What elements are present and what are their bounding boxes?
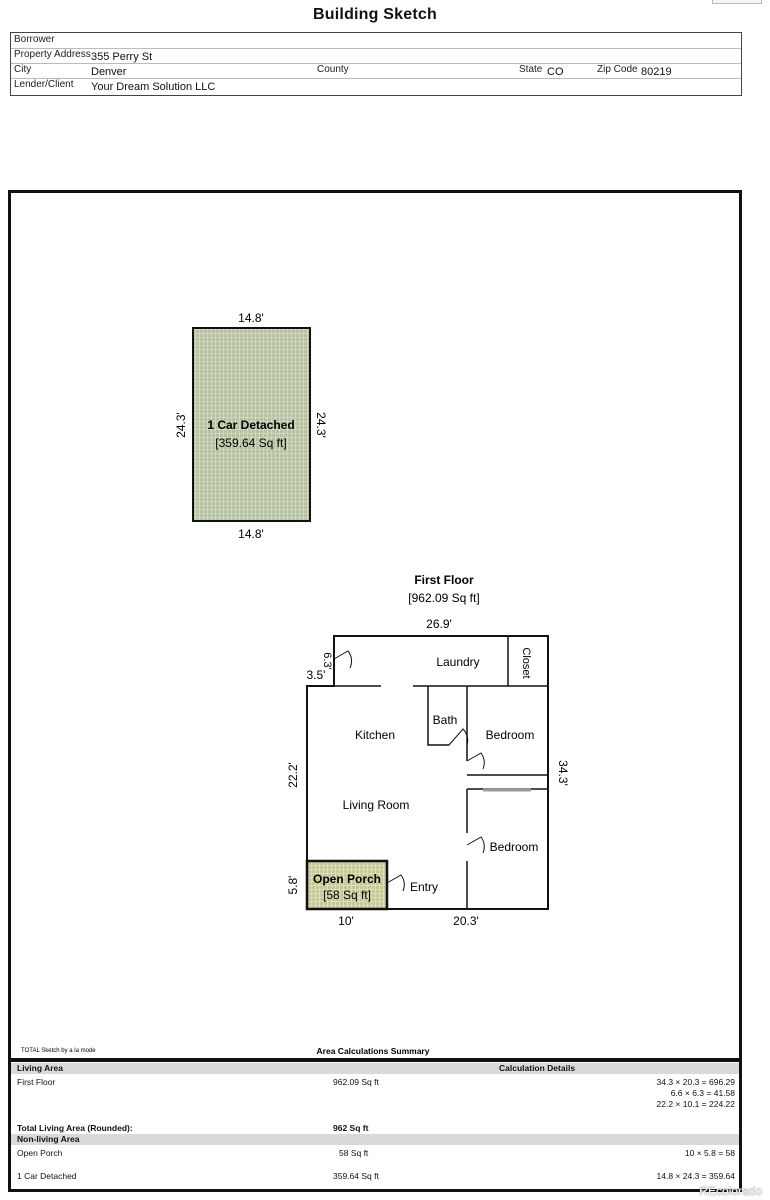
lender-value: Your Dream Solution LLC [91,81,216,93]
room-bedroom-1: Bedroom [486,728,535,742]
ff-dim-right: 34.3' [556,760,570,786]
porch-area: [58 Sq ft] [323,888,371,902]
calc-line-2: 6.6 × 6.3 = 41.58 [670,1088,735,1098]
porch-row-calc: 10 × 5.8 = 58 [684,1148,735,1158]
interior-walls [334,636,548,909]
total-living-value: 962 Sq ft [333,1123,369,1133]
total-living-label: Total Living Area (Rounded): [17,1123,133,1133]
ff-dim-top: 26.9' [426,617,452,631]
state-value: CO [547,66,564,78]
top-tab [712,0,762,4]
watermark: REcolorado [699,1184,762,1198]
open-porch-rect [305,859,389,911]
non-living-label: Non-living Area [17,1134,80,1144]
floor-plan-svg: 14.8' 14.8' 24.3' 24.3' 1 Car Detached [… [21,311,570,1056]
room-closet: Closet [520,647,532,678]
county-label: County [317,64,349,75]
header-info-box: Borrower Property Address 355 Perry St C… [10,32,742,96]
garage-area: [359.64 Sq ft] [215,436,286,450]
address-label: Property Address [14,49,91,60]
living-area-bar: Living Area Calculation Details [11,1063,739,1074]
first-floor-value: 962.09 Sq ft [333,1077,379,1087]
room-bath: Bath [433,713,458,727]
sketch-note: TOTAL Sketch by a la mode [21,1048,96,1054]
garage-dim-bottom: 14.8' [238,527,264,541]
porch-label: Open Porch [313,872,381,886]
room-kitchen: Kitchen [355,728,395,742]
city-row: City Denver County State CO Zip Code 802… [11,63,741,79]
address-row: Property Address 355 Perry St [11,48,741,64]
address-value: 355 Perry St [91,51,153,63]
non-living-bar: Non-living Area [11,1134,739,1145]
room-laundry: Laundry [436,655,479,669]
lender-row: Lender/Client Your Dream Solution LLC [11,78,741,93]
ff-dim-porch-side: 5.8' [286,876,300,895]
garage-dim-left: 24.3' [174,412,188,438]
ff-dim-step-a: 3.5' [307,668,326,682]
garage-dim-top: 14.8' [238,311,264,325]
ff-dim-step-b: 6.3' [321,652,333,669]
ff-dim-left: 22.2' [286,762,300,788]
garage-rect [192,327,311,522]
borrower-row: Borrower [11,33,741,49]
first-floor-label: First Floor [17,1077,56,1087]
room-entry: Entry [410,880,438,894]
ff-dim-bottom: 20.3' [453,914,479,928]
zip-label: Zip Code [597,64,638,75]
garage-row-label: 1 Car Detached [17,1171,77,1181]
city-label: City [14,64,32,75]
room-living-room: Living Room [343,798,410,812]
garage-row-calc: 14.8 × 24.3 = 359.64 [656,1171,735,1181]
porch-row-value: 58 Sq ft [339,1148,369,1158]
summary-title: Area Calculations Summary [317,1046,430,1056]
ff-dim-porch-bottom: 10' [338,914,354,928]
city-value: Denver [91,66,127,78]
living-area-label: Living Area [17,1063,63,1073]
porch-row-label: Open Porch [17,1148,63,1158]
door-swings [333,650,485,892]
lender-label: Lender/Client [14,79,74,90]
first-floor-title: First Floor [414,573,474,587]
first-floor-area: [962.09 Sq ft] [408,591,479,605]
garage-dim-right: 24.3' [314,412,328,438]
state-label: State [519,64,543,75]
room-bedroom-2: Bedroom [490,840,539,854]
calc-line-1: 34.3 × 20.3 = 696.29 [656,1077,735,1087]
calc-line-3: 22.2 × 10.1 = 224.22 [656,1099,735,1109]
garage-row-value: 359.64 Sq ft [333,1171,379,1181]
area-calculations-summary: Living Area Calculation Details First Fl… [8,1058,742,1192]
calc-details-label: Calculation Details [499,1063,576,1073]
page-title: Building Sketch [313,6,437,23]
borrower-label: Borrower [14,34,55,45]
sketch-frame: 14.8' 14.8' 24.3' 24.3' 1 Car Detached [… [8,190,742,1062]
zip-value: 80219 [641,66,672,78]
garage-label: 1 Car Detached [207,418,294,432]
